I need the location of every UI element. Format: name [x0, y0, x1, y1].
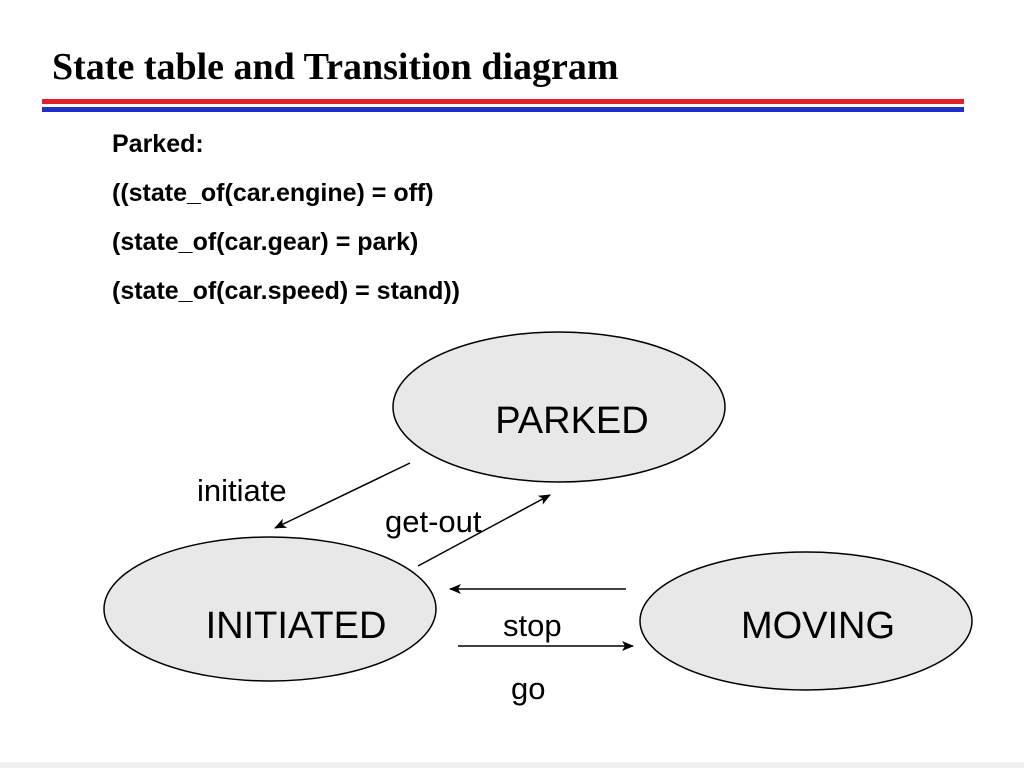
- state-moving-shape: [639, 551, 973, 691]
- title-rule-red: [42, 99, 964, 104]
- footer-bar: [0, 762, 1024, 768]
- transition-label-get-out: get-out: [385, 504, 482, 539]
- state-initiated-shape: [103, 536, 437, 682]
- state-definition: Parked: ((state_of(car.engine) = off) (s…: [112, 128, 460, 324]
- slide-title: State table and Transition diagram: [52, 46, 619, 88]
- arrow-get-out: [417, 494, 551, 567]
- definition-heading: Parked:: [112, 130, 204, 158]
- state-moving-label: MOVING: [741, 605, 895, 647]
- title-rule-blue: [42, 107, 964, 112]
- transition-label-go: go: [511, 671, 545, 706]
- state-initiated: INITIATED: [103, 536, 437, 682]
- transition-label-initiate: initiate: [197, 473, 287, 508]
- state-parked-label: PARKED: [495, 400, 648, 442]
- arrow-initiate: [274, 462, 411, 529]
- state-initiated-label: INITIATED: [206, 605, 387, 647]
- title-rule-gap: [42, 104, 964, 107]
- definition-line-engine: ((state_of(car.engine) = off): [112, 179, 434, 207]
- state-moving: MOVING: [639, 551, 973, 691]
- state-parked-shape: [392, 331, 726, 483]
- state-parked: PARKED: [392, 331, 726, 483]
- definition-line-speed: (state_of(car.speed) = stand)): [112, 277, 461, 305]
- definition-line-gear: (state_of(car.gear) = park): [112, 228, 419, 256]
- transition-label-stop: stop: [503, 608, 562, 643]
